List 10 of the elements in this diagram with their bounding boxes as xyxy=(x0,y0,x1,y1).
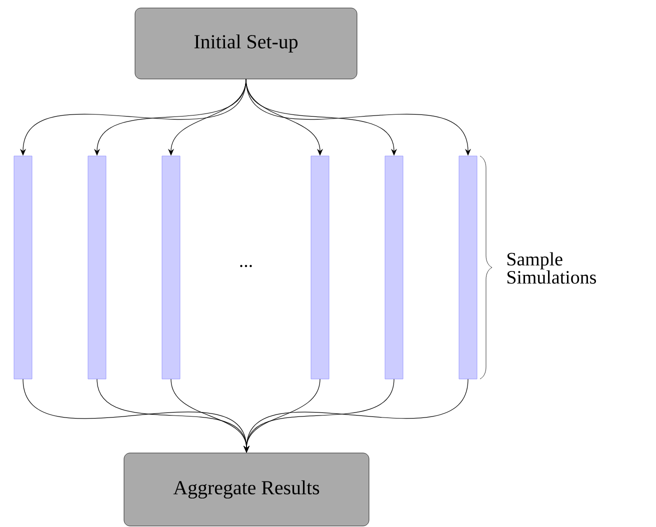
process-box: Aggregate Results xyxy=(124,452,370,526)
brace-label: Sample Simulations xyxy=(507,252,596,284)
simulation-bar xyxy=(162,156,180,380)
ellipsis-label: ... xyxy=(240,264,252,268)
simulation-bar xyxy=(458,156,478,380)
simulation-bar xyxy=(88,156,106,380)
simulation-bar xyxy=(384,156,404,380)
simulation-bar xyxy=(310,156,330,380)
process-box: Initial Set-up xyxy=(134,8,358,80)
simulation-bar xyxy=(14,156,32,380)
